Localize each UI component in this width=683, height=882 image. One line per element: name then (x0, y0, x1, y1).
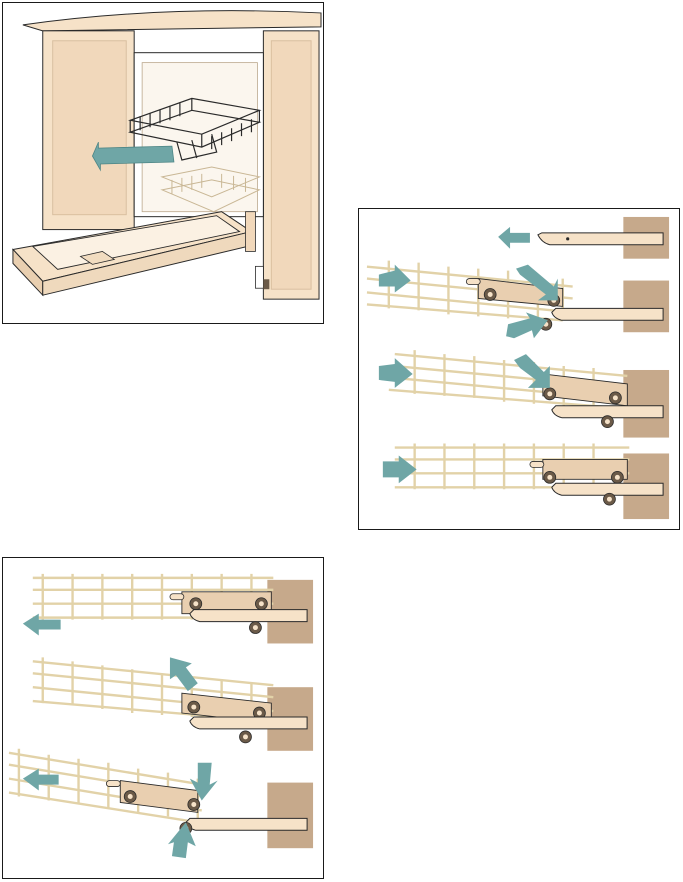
arrow-left-icon (498, 227, 530, 249)
step-2 (33, 657, 307, 742)
countertop (23, 11, 321, 31)
arrow-down-right-icon (514, 354, 550, 388)
step-1 (23, 574, 307, 636)
illustration-remove-rack (2, 557, 324, 879)
step-3 (379, 350, 663, 428)
illustration-insert-rack (358, 208, 680, 530)
illustration-remove-upper-rack (2, 2, 324, 324)
insert-rack-steps (359, 209, 679, 529)
step-2 (367, 261, 663, 339)
dishwasher-illustration (3, 3, 323, 323)
arrow-right-icon (379, 358, 413, 388)
step-3 (9, 749, 307, 858)
step-4 (383, 444, 663, 506)
remove-rack-steps (3, 558, 323, 878)
